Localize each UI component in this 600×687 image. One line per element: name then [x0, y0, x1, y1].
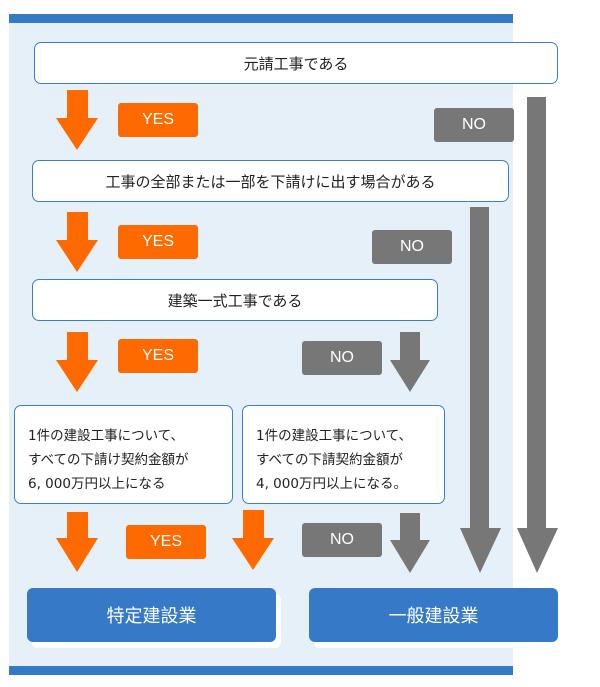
no-arrow-q4b: [390, 513, 430, 573]
question-line: すべての下請契約金額が: [256, 452, 404, 468]
yes-arrow-1: [56, 90, 98, 150]
top-border-bar: [9, 14, 513, 23]
result-general-construction: 一般建設業: [309, 588, 558, 642]
result-text: 一般建設業: [388, 606, 479, 627]
bottom-border-bar: [9, 666, 513, 675]
question-box-building-work: 建築一式工事である: [32, 279, 438, 321]
yes-label-3: YES: [118, 339, 198, 373]
question-line: 6, 000万円以上になる: [28, 476, 166, 492]
question-line: すべての下請け契約金額が: [28, 452, 189, 468]
question-text: 元請工事である: [243, 54, 349, 73]
yes-label-4: YES: [126, 525, 206, 559]
no-label-2: NO: [372, 230, 452, 264]
diagram-panel: [9, 23, 513, 666]
question-text: 建築一式工事である: [167, 291, 303, 310]
question-box-building-threshold: 1件の建設工事について、 すべての下請け契約金額が 6, 000万円以上になる: [14, 405, 233, 504]
yes-label-1: YES: [118, 103, 198, 137]
question-line: 4, 000万円以上になる。: [256, 476, 407, 492]
question-line: 1件の建設工事について、: [256, 428, 413, 444]
no-label-3: NO: [302, 341, 382, 375]
question-text: 工事の全部または一部を下請けに出す場合がある: [105, 172, 436, 191]
question-box-subcontract: 工事の全部または一部を下請けに出す場合がある: [32, 160, 509, 202]
question-line: 1件の建設工事について、: [28, 428, 185, 444]
no-label-4: NO: [302, 523, 382, 557]
yes-arrow-2: [56, 212, 98, 272]
question-box-prime-contractor: 元請工事である: [34, 42, 558, 84]
question-box-other-threshold: 1件の建設工事について、 すべての下請契約金額が 4, 000万円以上になる。: [242, 405, 445, 504]
yes-arrow-4b: [232, 510, 274, 570]
yes-label-2: YES: [118, 225, 198, 259]
yes-arrow-4a: [56, 512, 98, 572]
no-arrow-q3: [390, 332, 430, 392]
result-specific-construction: 特定建設業: [27, 588, 276, 642]
yes-arrow-3: [56, 332, 98, 392]
no-label-1: NO: [434, 108, 514, 142]
no-arrow-q1: [517, 97, 558, 573]
result-text: 特定建設業: [106, 606, 197, 627]
no-arrow-q2: [460, 207, 501, 573]
